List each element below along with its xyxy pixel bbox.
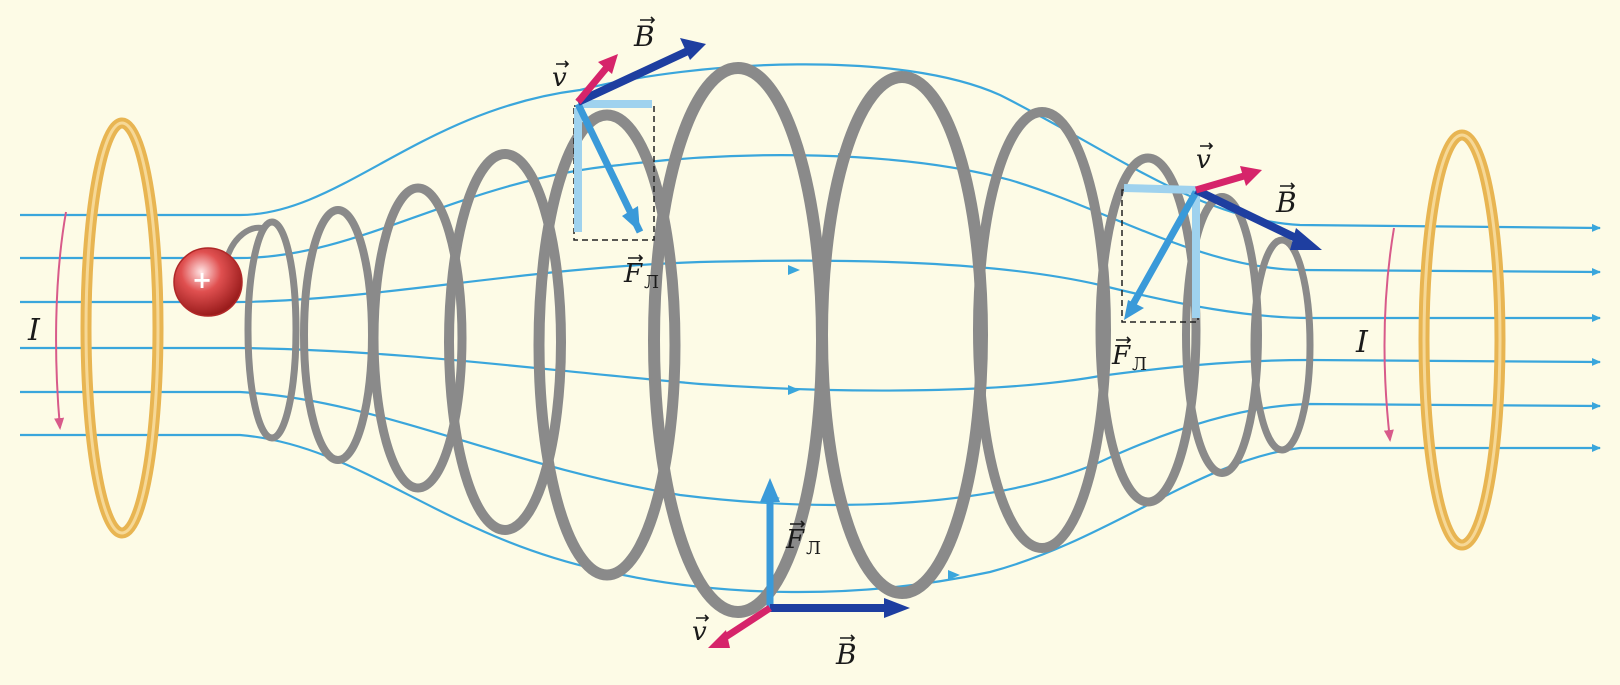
force-label-top: F xyxy=(623,259,643,289)
field-line xyxy=(20,63,1601,232)
current-label-left: I xyxy=(27,313,41,348)
current-label-right: I xyxy=(1355,325,1369,360)
current-loop-left xyxy=(80,117,164,539)
field-label-bottom: B xyxy=(835,638,857,671)
charge-sign: + xyxy=(192,266,212,294)
vector-group-top: v B F Л xyxy=(552,20,706,293)
force-sub-top: Л xyxy=(644,272,659,293)
current-arrow-left xyxy=(54,211,67,430)
vector-accents xyxy=(556,16,1296,642)
velocity-label-right: v xyxy=(1196,145,1211,175)
vector-group-right: v B F Л xyxy=(1111,145,1322,375)
velocity-label-top: v xyxy=(552,63,567,93)
force-label-bottom: F xyxy=(785,525,805,555)
field-line xyxy=(20,259,1601,322)
force-label-right: F xyxy=(1111,341,1131,371)
current-arrow-right xyxy=(1383,227,1395,442)
helical-trajectory xyxy=(225,62,1314,618)
field-label-right: B xyxy=(1275,186,1297,219)
force-sub-right: Л xyxy=(1132,354,1147,375)
velocity-label-bottom: v xyxy=(692,617,707,647)
current-loop-right xyxy=(1418,129,1506,551)
positive-charge-icon: + xyxy=(173,247,243,317)
vector-group-bottom: F Л v B xyxy=(692,478,910,671)
field-label-top: B xyxy=(633,20,655,53)
force-sub-bottom: Л xyxy=(806,538,821,559)
